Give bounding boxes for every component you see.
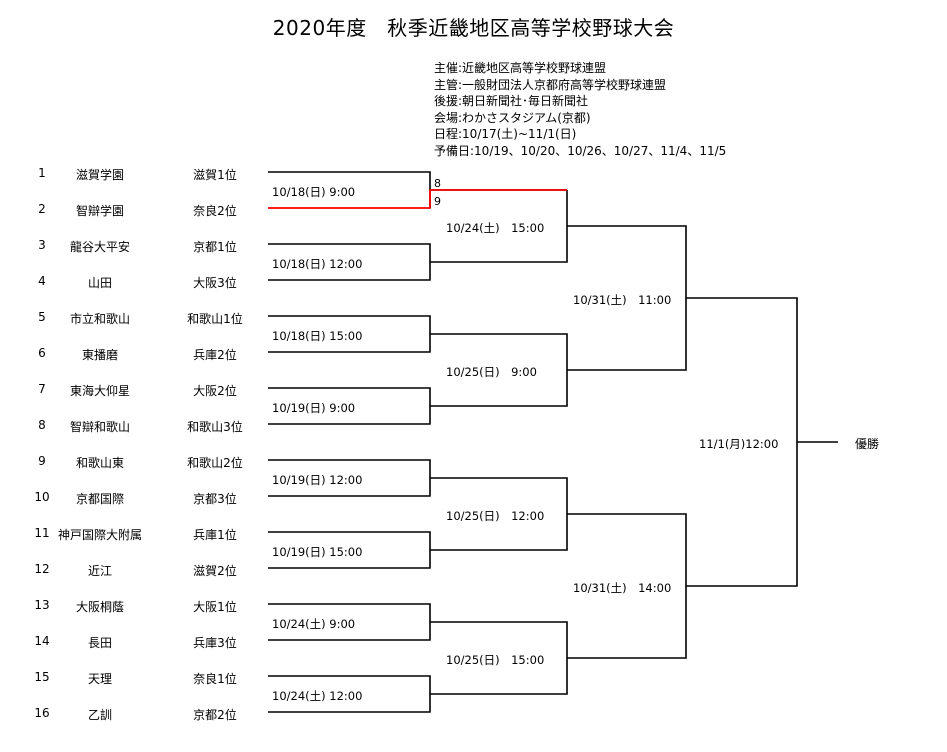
team-row: 4 山田 大阪3位 bbox=[0, 274, 280, 294]
team-qualification: 兵庫1位 bbox=[193, 528, 237, 542]
winner-path-line bbox=[268, 189, 567, 209]
team-school: 山田 bbox=[87, 276, 112, 290]
team-school: 東海大仰星 bbox=[69, 384, 130, 398]
team-seed: 9 bbox=[38, 454, 46, 468]
team-qualification: 大阪3位 bbox=[193, 276, 237, 290]
team-school: 滋賀学園 bbox=[75, 168, 124, 182]
team-seed: 15 bbox=[34, 670, 50, 684]
team-seed: 10 bbox=[34, 490, 50, 504]
team-school: 市立和歌山 bbox=[69, 312, 130, 326]
team-row: 14 長田 兵庫3位 bbox=[0, 634, 280, 654]
team-school: 東播磨 bbox=[81, 348, 118, 362]
team-seed: 13 bbox=[34, 598, 50, 612]
info-venue: 会場:わかさスタジアム(京都) bbox=[434, 110, 591, 125]
round1-match-3-date: 10/18(日) 15:00 bbox=[272, 329, 363, 343]
info-organizer: 主催:近畿地区高等学校野球連盟 bbox=[434, 61, 607, 75]
round1-match-2-date: 10/18(日) 12:00 bbox=[272, 257, 363, 271]
info-sponsor: 後援:朝日新聞社･毎日新聞社 bbox=[434, 94, 589, 108]
team-qualification: 奈良1位 bbox=[193, 672, 237, 686]
team-seed: 4 bbox=[38, 274, 46, 288]
final-date: 11/1(月)12:00 bbox=[699, 437, 779, 451]
info-host: 主管:一般財団法人京都府高等学校野球連盟 bbox=[434, 77, 667, 92]
round1-match-5-date: 10/19(日) 12:00 bbox=[272, 473, 363, 487]
round1-match-7-date: 10/24(土) 9:00 bbox=[272, 617, 356, 631]
bracket-qf1 bbox=[430, 190, 568, 263]
team-row: 2 智辯学園 奈良2位 bbox=[0, 202, 280, 222]
quarterfinal-1-date: 10/24(土) 15:00 bbox=[446, 221, 545, 235]
team-seed: 16 bbox=[34, 706, 50, 720]
team-seed: 12 bbox=[34, 562, 50, 576]
team-row: 9 和歌山東 和歌山2位 bbox=[0, 454, 280, 474]
team-seed: 1 bbox=[38, 166, 46, 180]
team-school: 長田 bbox=[87, 636, 112, 650]
team-qualification: 兵庫3位 bbox=[193, 636, 237, 650]
team-school: 龍谷大平安 bbox=[69, 240, 130, 254]
round1-match-6-date: 10/19(日) 15:00 bbox=[272, 545, 363, 559]
team-row: 5 市立和歌山 和歌山1位 bbox=[0, 310, 280, 330]
team-qualification: 大阪1位 bbox=[193, 600, 237, 614]
info-schedule: 日程:10/17(土)~11/1(日) bbox=[434, 127, 577, 141]
team-seed: 11 bbox=[34, 526, 50, 540]
team-qualification: 兵庫2位 bbox=[193, 348, 237, 362]
quarterfinal-3-date: 10/25(日) 12:00 bbox=[446, 509, 545, 523]
team-school: 京都国際 bbox=[75, 492, 124, 506]
team-school: 智辯学園 bbox=[75, 204, 124, 218]
round1-match-1-date: 10/18(日) 9:00 bbox=[272, 185, 356, 199]
team-qualification: 奈良2位 bbox=[193, 204, 237, 218]
team-row: 16 乙訓 京都2位 bbox=[0, 706, 280, 726]
champion-label: 優勝 bbox=[855, 437, 880, 451]
team-row: 6 東播磨 兵庫2位 bbox=[0, 346, 280, 366]
team-row: 3 龍谷大平安 京都1位 bbox=[0, 238, 280, 258]
semifinal-1-date: 10/31(土) 11:00 bbox=[573, 293, 672, 307]
team-row: 8 智辯和歌山 和歌山3位 bbox=[0, 418, 280, 438]
team-row: 10 京都国際 京都3位 bbox=[0, 490, 280, 510]
team-row: 13 大阪桐蔭 大阪1位 bbox=[0, 598, 280, 618]
score-team-1: 8 bbox=[434, 177, 441, 190]
team-seed: 5 bbox=[38, 310, 46, 324]
team-seed: 7 bbox=[38, 382, 46, 396]
team-row: 1 滋賀学園 滋賀1位 bbox=[0, 166, 280, 186]
team-row: 15 天理 奈良1位 bbox=[0, 670, 280, 690]
team-school: 大阪桐蔭 bbox=[75, 600, 124, 614]
round1-match-8-date: 10/24(土) 12:00 bbox=[272, 689, 363, 703]
team-seed: 3 bbox=[38, 238, 46, 252]
info-reserve-days: 予備日:10/19、10/20、10/26、10/27、11/4、11/5 bbox=[434, 143, 727, 158]
team-qualification: 和歌山1位 bbox=[187, 312, 243, 326]
team-seed: 2 bbox=[38, 202, 46, 216]
team-qualification: 大阪2位 bbox=[193, 384, 237, 398]
team-qualification: 滋賀1位 bbox=[193, 168, 237, 182]
team-qualification: 和歌山2位 bbox=[187, 456, 243, 470]
team-row: 12 近江 滋賀2位 bbox=[0, 562, 280, 582]
team-school: 智辯和歌山 bbox=[69, 420, 130, 434]
team-school: 乙訓 bbox=[87, 708, 112, 722]
team-row: 11 神戸国際大附属 兵庫1位 bbox=[0, 526, 280, 546]
team-qualification: 京都2位 bbox=[193, 708, 237, 722]
round1-match-4-date: 10/19(日) 9:00 bbox=[272, 401, 356, 415]
team-school: 近江 bbox=[87, 564, 112, 578]
team-school: 和歌山東 bbox=[75, 456, 124, 470]
tournament-info: 主催:近畿地区高等学校野球連盟 主管:一般財団法人京都府高等学校野球連盟 後援:… bbox=[434, 60, 726, 159]
team-seed: 6 bbox=[38, 346, 46, 360]
team-school: 神戸国際大附属 bbox=[57, 528, 142, 542]
team-qualification: 京都3位 bbox=[193, 492, 237, 506]
team-seed: 8 bbox=[38, 418, 46, 432]
quarterfinal-4-date: 10/25(日) 15:00 bbox=[446, 653, 545, 667]
team-qualification: 京都1位 bbox=[193, 240, 237, 254]
page-title: 2020年度 秋季近畿地区高等学校野球大会 bbox=[272, 16, 675, 40]
team-qualification: 和歌山3位 bbox=[187, 420, 243, 434]
team-row: 7 東海大仰星 大阪2位 bbox=[0, 382, 280, 402]
semifinal-2-date: 10/31(土) 14:00 bbox=[573, 581, 672, 595]
team-school: 天理 bbox=[87, 672, 112, 686]
quarterfinal-2-date: 10/25(日) 9:00 bbox=[446, 365, 537, 379]
score-team-2: 9 bbox=[434, 195, 441, 208]
team-seed: 14 bbox=[34, 634, 50, 648]
team-qualification: 滋賀2位 bbox=[193, 564, 237, 578]
